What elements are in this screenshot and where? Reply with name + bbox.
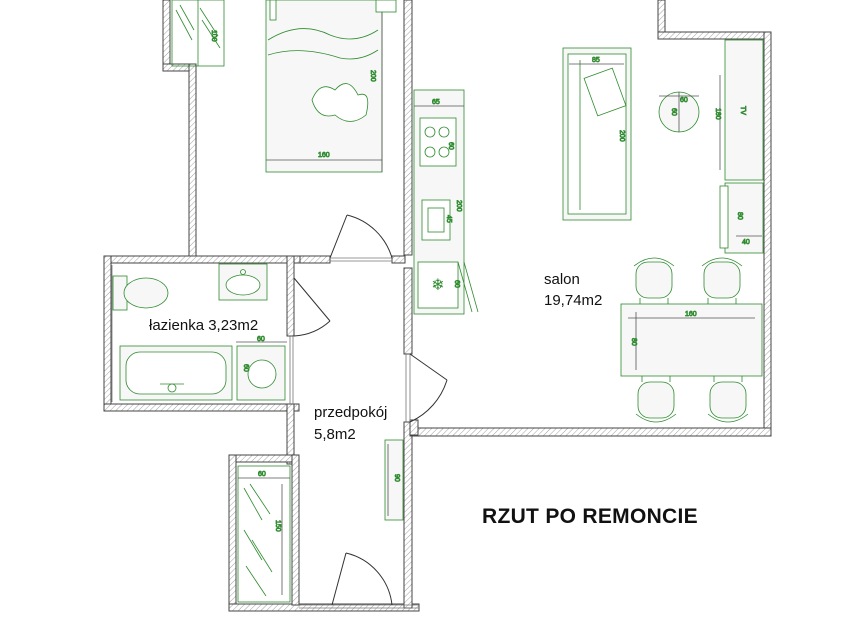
wardrobe-bottom: 60 150: [237, 465, 291, 603]
dim-bath-cabinet: 60: [257, 336, 265, 343]
chair: [707, 376, 749, 423]
wall-segment: [162, 0, 171, 69]
dim-kitchen-run: 200: [455, 200, 462, 212]
dining-set: 160 80: [620, 257, 763, 423]
snowflake-icon: ❄: [431, 275, 444, 294]
washing-machine: 60 60: [236, 336, 287, 401]
tv-unit: 180 TV: [714, 39, 764, 181]
wardrobe-top: 100: [171, 0, 225, 67]
wall-inner-lines: [111, 257, 419, 609]
dim-cabinet-w: 40: [742, 239, 750, 246]
bed: 160 200: [265, 0, 397, 173]
dim-washer: 60: [242, 364, 249, 372]
dim-kitchen-depth: 65: [432, 99, 440, 106]
cabinet: 80 40: [719, 182, 764, 254]
dim-bed-width: 160: [318, 152, 330, 159]
round-table: 60 60: [658, 91, 700, 133]
room-area-hall: 5,8m2: [314, 426, 356, 443]
dim-cabinet-h: 80: [736, 212, 743, 220]
sofa: 85 200: [562, 47, 632, 221]
bathroom-fixtures: 60 60: [112, 263, 287, 401]
dim-fridge: 60: [453, 280, 460, 288]
dim-wardrobe-bottom-w: 60: [258, 471, 266, 478]
room-label-hall: przedpokój: [314, 404, 388, 421]
dim-round-table: 60: [680, 97, 688, 104]
dim-sink: 45: [445, 215, 452, 223]
doors: [293, 214, 448, 606]
dim-hob: 60: [447, 142, 454, 150]
bathtub: [119, 345, 233, 401]
dim-tv-unit: 180: [714, 108, 721, 120]
dim-dining-depth: 80: [630, 338, 637, 346]
room-label-bathroom: łazienka 3,23m2: [149, 317, 259, 334]
dim-wardrobe-bottom-h: 150: [274, 520, 281, 532]
plan-title: RZUT PO REMONCIE: [482, 505, 698, 528]
dim-shoe-cabinet: 90: [393, 474, 400, 482]
dim-bed-length: 200: [369, 70, 376, 82]
chair: [701, 257, 743, 304]
kitchen-counter: 65 60 45 200 ❄ 60: [413, 89, 479, 315]
room-area-living: 19,74m2: [544, 292, 603, 309]
dim-dining-width: 160: [685, 311, 697, 318]
washbasin: [218, 263, 268, 301]
shoe-cabinet: 90: [384, 439, 404, 521]
toilet: [112, 275, 169, 311]
tv-label: TV: [739, 106, 746, 115]
chair: [635, 376, 677, 423]
dim-wardrobe-top: 100: [210, 30, 217, 42]
room-label-living: salon: [544, 271, 580, 288]
dim-sofa-length: 200: [618, 130, 625, 142]
dim-round-table-v: 60: [670, 108, 677, 116]
dim-sofa-depth: 85: [592, 57, 600, 64]
chair: [633, 257, 675, 304]
walls: [103, 0, 772, 612]
wall-segment: [188, 63, 197, 259]
